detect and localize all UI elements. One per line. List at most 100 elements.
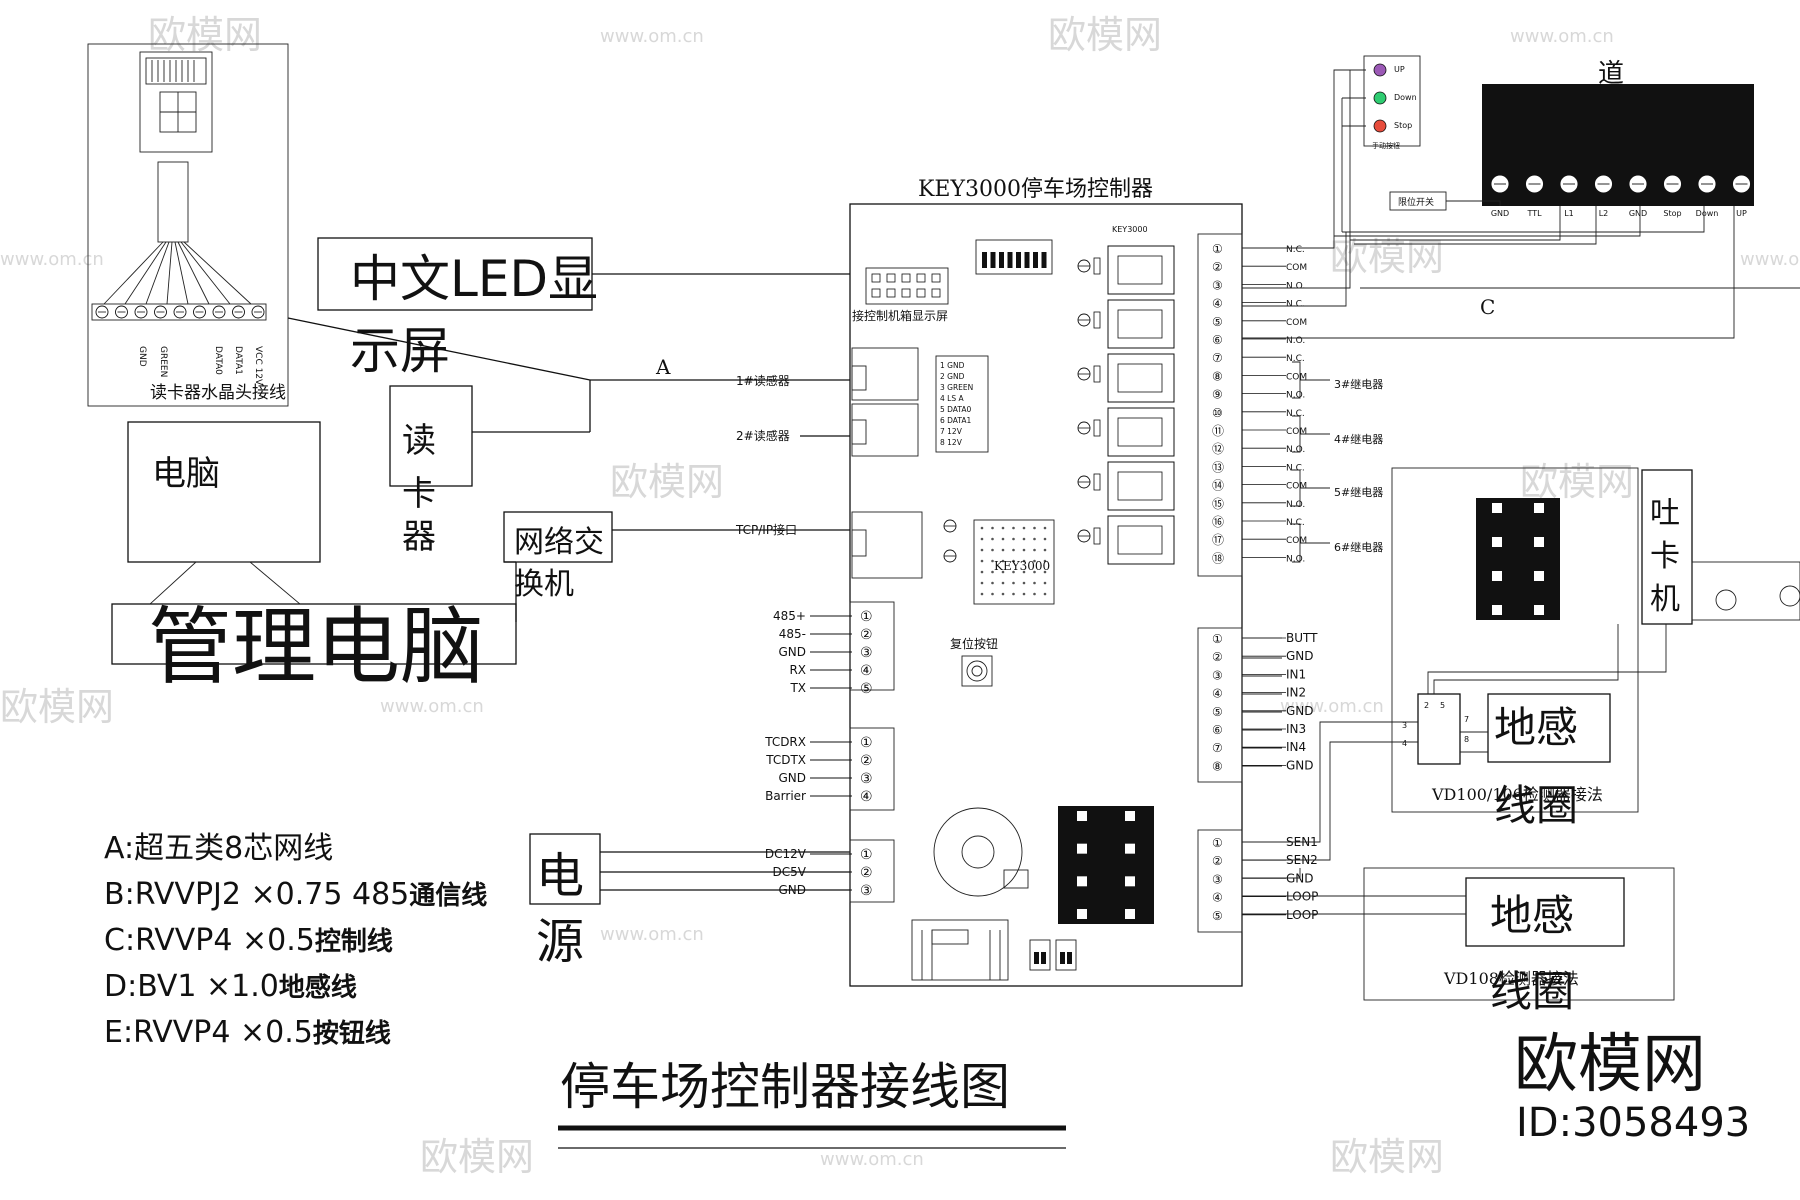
watermark-url: www.om.cn: [600, 924, 704, 945]
buzzer-icon: [933, 807, 1023, 897]
terminal-number: ③: [860, 771, 873, 787]
dip-key[interactable]: [1007, 252, 1013, 268]
terminal-label: GND: [1286, 649, 1314, 663]
reader-pinout-label: 5 DATA0: [940, 405, 971, 414]
terminal-number: ①: [860, 847, 873, 863]
dip-key[interactable]: [1016, 252, 1021, 268]
button-label: UP: [1394, 65, 1405, 74]
power-label-2: 源: [536, 914, 584, 970]
watermark-url: www.om.cn: [1510, 26, 1614, 47]
dip-key[interactable]: [982, 252, 987, 268]
switch-label: 网络交: [514, 525, 604, 560]
svg-text:5: 5: [1440, 701, 1445, 710]
terminal-number: ⑦: [1212, 741, 1223, 755]
reader-detail: GND GREEN DATA0 DATA1 VCC 12V 读卡器水晶头接线: [87, 43, 289, 407]
terminal-label: IN3: [1286, 722, 1306, 736]
relay-group-label: 5#继电器: [1334, 486, 1383, 499]
down-button[interactable]: [1373, 91, 1387, 105]
terminal-label: COM: [1286, 427, 1307, 437]
watermark-url: www.om.cn: [600, 26, 704, 47]
gate-terminal-label: TTL: [1526, 209, 1542, 218]
up-button[interactable]: [1373, 63, 1387, 77]
loop-coil-1: [1487, 693, 1611, 763]
gate-terminal-label: L1: [1564, 209, 1574, 218]
tcpip-label: TCP/IP接口: [735, 522, 797, 537]
reader1-label: 1#读感器: [736, 373, 790, 388]
computer-icon: [111, 421, 517, 665]
header-pin: [916, 273, 926, 283]
gate-terminal-label: UP: [1736, 209, 1747, 218]
terminal-number: ②: [1212, 650, 1223, 664]
legend-main: 超五类8芯网线: [134, 831, 333, 866]
keyboard-base: [111, 603, 517, 665]
header-pin: [901, 288, 911, 298]
terminal-number: ⑰: [1212, 533, 1224, 547]
switch-label-2: 换机: [514, 567, 574, 602]
terminal-number: ③: [860, 645, 873, 661]
watermark-brand: 欧模网: [1520, 460, 1634, 504]
power-terminal-block: [849, 839, 895, 903]
legend-item: D:BV1 ×1.0地感线: [104, 969, 357, 1004]
reader-wire-label: DATA1: [233, 346, 243, 375]
chip-label: KEY3000: [994, 559, 1050, 573]
reader2-label: 2#读感器: [736, 428, 790, 443]
svg-text:7: 7: [1464, 715, 1469, 724]
terminal-label: IN2: [1286, 686, 1306, 700]
terminal-label: N.O.: [1286, 336, 1305, 346]
relay-group-label: 4#继电器: [1334, 433, 1383, 446]
legend-main: RVVP4 ×0.5: [135, 923, 315, 958]
reader-pinout-box: [935, 355, 989, 453]
id-watermark: ID:3058493: [1516, 1100, 1750, 1146]
header-pin: [886, 273, 896, 283]
dip-key[interactable]: [1024, 252, 1030, 268]
terminal-label: N.C.: [1286, 409, 1305, 419]
dip-key[interactable]: [1033, 252, 1038, 268]
power-box: [529, 833, 601, 905]
terminal-number: ③: [1212, 668, 1223, 682]
header-pin: [901, 273, 911, 283]
sensor-terminal-block: [1197, 829, 1243, 933]
terminal-label: COM: [1286, 372, 1307, 382]
reader-wire-label: DATA0: [213, 346, 223, 375]
terminal-number: ⑤: [860, 681, 873, 697]
svg-text:3: 3: [1402, 721, 1407, 730]
header-pin: [916, 288, 926, 298]
relay-group-label: 6#继电器: [1334, 541, 1383, 554]
reader-wire-label: VCC 12V: [253, 346, 263, 386]
terminal-label: BUTT: [1286, 631, 1318, 645]
terminal-label: N.O.: [1286, 281, 1305, 291]
cable-sleeve-icon: [157, 161, 189, 243]
dip-key[interactable]: [1041, 252, 1047, 268]
terminal-number: ⑥: [1212, 333, 1223, 347]
detector-module: [1417, 693, 1461, 765]
reset-label: 复位按钮: [950, 636, 998, 651]
dip-switch-icon: [975, 239, 1053, 275]
relay-block-icon: [1058, 806, 1154, 924]
dip-key[interactable]: [990, 252, 996, 268]
reader-pinout-label: 2 GND: [940, 372, 965, 381]
gate-terminal-label: Down: [1696, 209, 1719, 218]
terminal-number: ⑥: [1212, 723, 1223, 737]
terminal-label: 485-: [779, 627, 806, 641]
terminal-number: ②: [860, 753, 873, 769]
legend-item: C:RVVP4 ×0.5控制线: [104, 923, 393, 958]
card-reader-label: 读: [402, 421, 436, 461]
diagram-title: 停车场控制器接线图: [560, 1058, 1010, 1116]
terminal-number: ⑫: [1212, 442, 1224, 456]
terminal-label: N.O.: [1286, 500, 1305, 510]
terminal-number: ②: [860, 627, 873, 643]
terminal-number: ④: [1212, 891, 1223, 905]
manual-button-box: [1363, 55, 1421, 147]
terminal-block: [91, 303, 267, 321]
terminal-number: ①: [1212, 632, 1223, 646]
stop-button[interactable]: [1373, 119, 1387, 133]
reset-button[interactable]: [961, 655, 993, 687]
terminal-number: ⑦: [1212, 351, 1223, 365]
terminal-label: N.C.: [1286, 245, 1305, 255]
dip-key[interactable]: [999, 252, 1004, 268]
header-pin: [931, 273, 941, 283]
terminal-number: ⑤: [1212, 315, 1223, 329]
computer-label: 电脑: [152, 454, 220, 494]
monitor: [127, 421, 321, 563]
